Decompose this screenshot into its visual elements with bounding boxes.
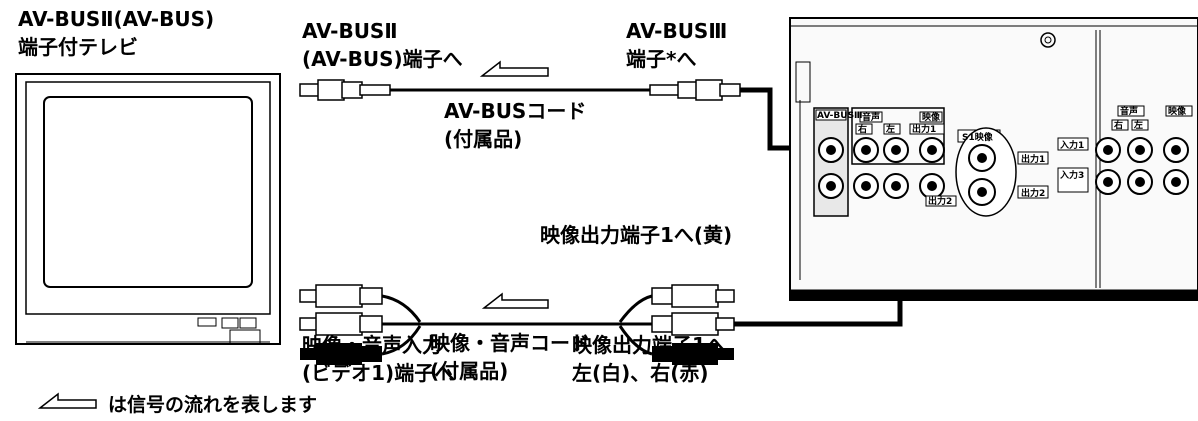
tv-label-line1: AV-BUSⅡ(AV-BUS) <box>18 7 215 31</box>
panel-audio-label: 音声 <box>862 111 880 123</box>
panel-s1-label: S1映像 <box>962 131 994 143</box>
panel-audio-r-label: 音声 <box>1120 105 1138 117</box>
tv-illustration <box>15 73 281 345</box>
video-out-yellow-label: 映像出力端子1へ(黄) <box>540 223 733 247</box>
avbus-tv-side-line1: AV-BUSⅡ <box>302 19 398 43</box>
panel-out2-label: 出力2 <box>928 195 952 207</box>
tv-av-input-line2: (ビデオ1)端子へ <box>302 361 455 385</box>
legend-arrow-icon <box>37 392 97 409</box>
avbus-recorder-side-line2: 端子*へ <box>626 47 697 71</box>
avbus-tv-side-line2: (AV-BUS)端子へ <box>302 47 463 71</box>
avbus-cord-label-line1: AV-BUSコード <box>444 99 587 123</box>
legend-text: は信号の流れを表します <box>108 394 318 416</box>
panel-left-label: 左 <box>885 123 895 135</box>
av-plug-left-3 <box>300 343 382 365</box>
panel-s1-out1-label: 出力1 <box>1021 153 1045 165</box>
panel-video-r-label: 映像 <box>1168 105 1187 117</box>
av-bus-cord <box>299 79 741 101</box>
panel-left-r-label: 左 <box>1133 119 1143 131</box>
panel-in1-label: 入力1 <box>1059 139 1084 151</box>
av-cord-label-line2: (付属品) <box>430 359 509 383</box>
panel-right-r-label: 右 <box>1113 119 1123 131</box>
panel-out1-label: 出力1 <box>912 123 936 135</box>
panel-s1-out2-label: 出力2 <box>1021 187 1045 199</box>
panel-right-label: 右 <box>857 123 867 135</box>
tv-label-line2: 端子付テレビ <box>18 35 138 59</box>
recorder-back-panel: AV-BUSⅢ 音声 映像 右 左 出力1 出力2 S1映像 出力1 出力2 入… <box>789 17 1198 301</box>
panel-avbus-label: AV-BUSⅢ <box>817 111 863 121</box>
av-plug-right-3 <box>652 343 734 365</box>
avbus-cord-label-line2: (付属品) <box>444 127 523 151</box>
av-plug-right-1 <box>651 284 735 308</box>
panel-video-label: 映像 <box>922 111 941 123</box>
av-plug-left-1 <box>299 284 383 308</box>
signal-flow-arrow-2 <box>481 292 549 309</box>
av-cord-label-line1: 映像・音声コード <box>430 331 590 355</box>
av-cord <box>299 284 735 365</box>
avbus-recorder-side-line1: AV-BUSⅢ <box>626 19 728 43</box>
av-plug-right-2 <box>651 312 735 336</box>
tv-av-input-line1: 映像・音声入力 <box>302 333 442 357</box>
panel-in3-label: 入力3 <box>1059 169 1084 181</box>
signal-flow-arrow <box>479 60 549 77</box>
video-out-lr-line1: 映像出力端子1へ <box>572 333 726 357</box>
av-plug-left-2 <box>299 312 383 336</box>
video-out-lr-line2: 左(白)、右(赤) <box>572 361 709 385</box>
